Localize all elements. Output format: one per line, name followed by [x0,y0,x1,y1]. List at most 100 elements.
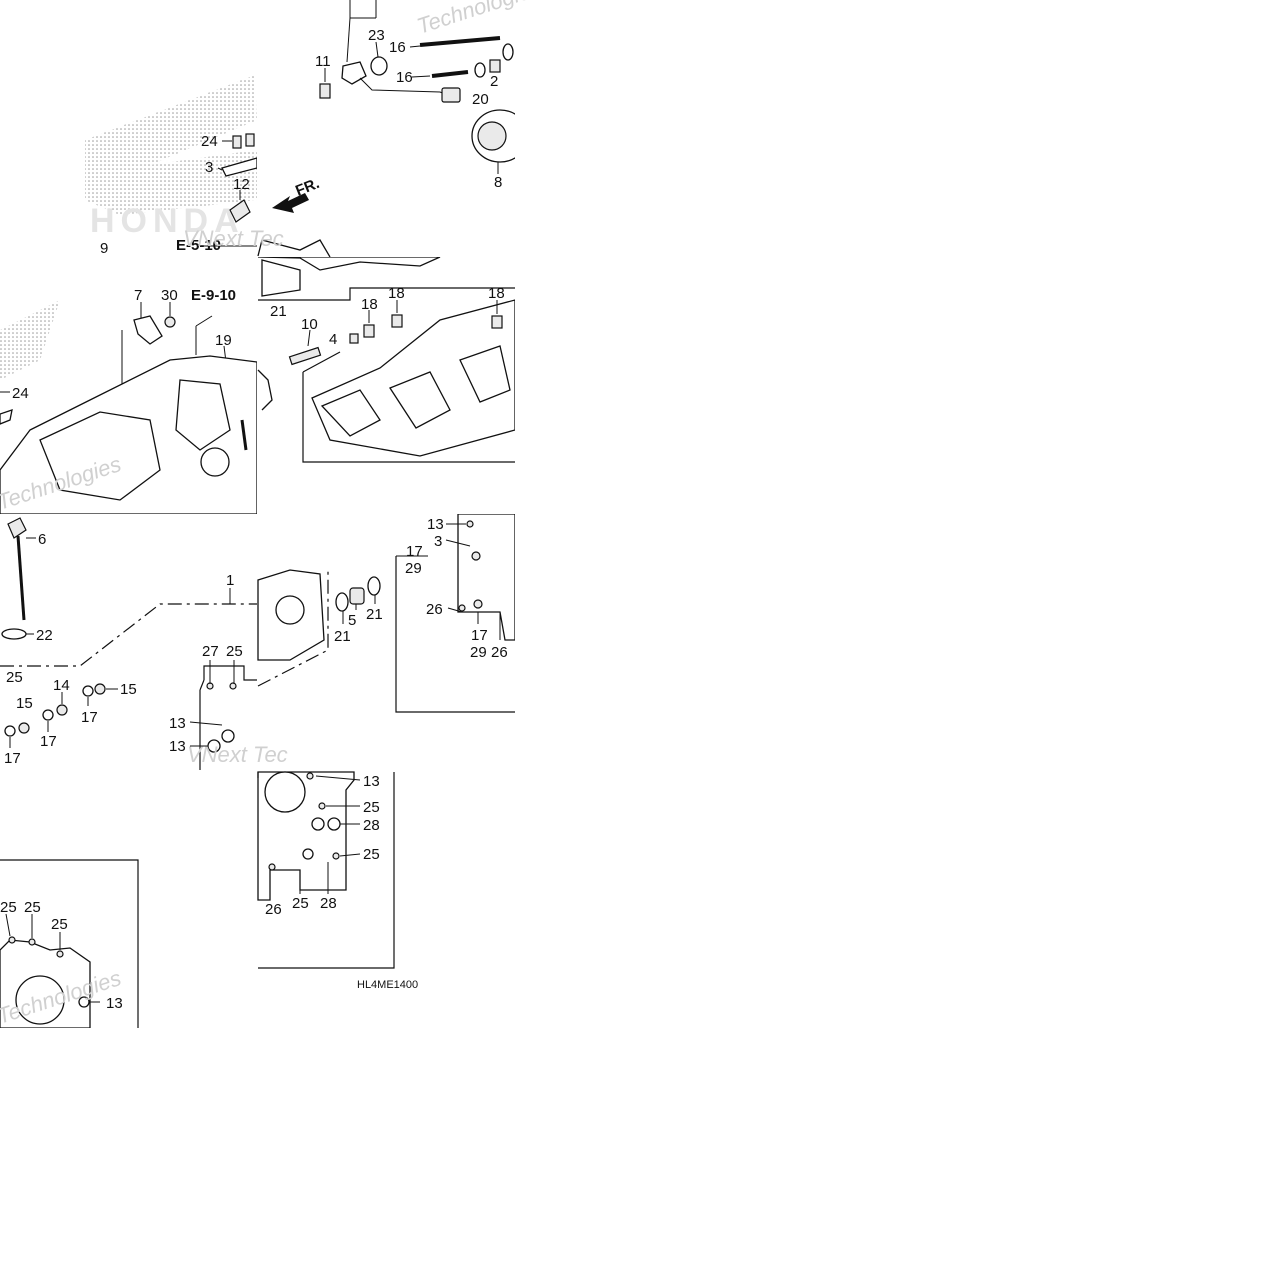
bolt-14b [94,683,106,695]
bolt-11 [319,83,331,99]
o-ring-21a [335,592,349,612]
label-3a: 3 [205,159,213,176]
middle-right-assembly [257,257,515,463]
bolt-30 [164,316,176,328]
washer-17b [82,685,94,697]
watermark: VNext Tec [187,742,288,767]
label-20a: 20 [472,91,489,108]
dowel-4 [349,333,359,344]
label-1: 1 [226,572,234,589]
watermark: VNext Tec [183,226,284,251]
label-23: 23 [368,27,385,44]
label-30: 30 [161,287,178,304]
label-17b: 17 [40,733,57,750]
label-4: 4 [329,331,337,348]
front-arrow [272,193,309,213]
label-25c: 25 [0,899,17,916]
top-left-assembly [200,133,257,247]
label-13c: 13 [106,995,123,1012]
dowel-18c [491,315,503,329]
label-11: 11 [315,53,331,70]
label-25h: 25 [292,895,309,912]
label-27: 27 [202,643,219,660]
label-18c: 18 [488,285,505,302]
dowel-18b [391,314,403,328]
bracket-7 [133,315,163,345]
side-cover [457,514,515,641]
bolt-14a [56,704,68,716]
washer-20 [474,62,486,78]
honda-logo-lower [0,300,60,380]
o-ring-top [502,43,514,61]
o-ring-23 [370,56,388,76]
crankcase-edge [257,239,331,257]
connector [441,87,461,103]
label-13e: 13 [363,773,380,790]
stud-15-lower [431,70,469,78]
top-right-assembly [257,0,515,257]
label-6: 6 [38,531,46,548]
bottom-right-assembly [257,514,515,969]
crankcase-cover [199,665,257,770]
bolt-24 [232,135,242,149]
label-26b: 26 [491,644,508,661]
label-24b: 24 [12,385,29,402]
label-16b: 17 [471,627,488,644]
o-ring-22 [1,628,27,640]
watermark: Technologies [414,0,544,39]
label-29b: 29 [470,644,487,661]
bottom-left-assembly [0,517,257,1028]
label-13b: 13 [169,738,186,755]
honda-logo: HONDA [85,75,257,240]
label-28a: 28 [363,817,380,834]
dipstick-6 [7,517,27,539]
washer-17c [4,725,16,737]
label-29a: 29 [405,560,422,577]
label-22: 22 [36,627,53,644]
o-ring-21b [367,576,381,596]
reference-e-9-10[interactable]: E-9-10 [191,287,236,304]
bolt-12 [229,199,251,223]
label-25g: 25 [363,846,380,863]
reference-e-5-10[interactable]: E-5-10 [176,237,221,254]
label-14b: 15 [120,681,137,698]
label-13d: 13 [427,516,444,533]
plug-5 [349,587,365,605]
part-labels: 23 16 16 11 2 20 8 24 3 12 9 7 30 19 24 … [0,27,508,1012]
washer-17a [42,709,54,721]
label-25b: 25 [6,669,23,686]
label-13a: 13 [169,715,186,732]
middle-left-assembly [0,302,257,514]
label-18a: 18 [361,296,378,313]
label-16a: 17 [406,543,423,560]
label-15a: 16 [389,39,406,56]
label-14c: 15 [16,695,33,712]
label-17c: 17 [4,750,21,767]
label-28b: 28 [320,895,337,912]
label-15b: 16 [396,69,413,86]
label-14a: 14 [53,677,70,694]
label-26a: 26 [426,601,443,618]
label-25d: 25 [24,899,41,916]
label-2: 2 [490,73,498,90]
diagram-code: HL4ME1400 [357,979,418,991]
label-21b: 21 [366,606,383,623]
label-19: 19 [215,332,232,349]
bolt-14c [18,722,30,734]
label-25a: 25 [226,643,243,660]
dowel-18a [363,324,375,338]
dowel-2 [489,59,501,73]
label-25e: 25 [51,916,68,933]
stud-15-upper [419,36,501,47]
label-12: 12 [233,176,250,193]
label-5: 5 [348,612,356,629]
label-18b: 18 [388,285,405,302]
label-7: 7 [134,287,142,304]
label-21a: 21 [334,628,351,645]
label-20b: 21 [270,303,287,320]
label-10: 10 [301,316,318,333]
front-direction-label: FR. [293,175,322,200]
label-25f: 25 [363,799,380,816]
label-24a: 24 [201,133,218,150]
